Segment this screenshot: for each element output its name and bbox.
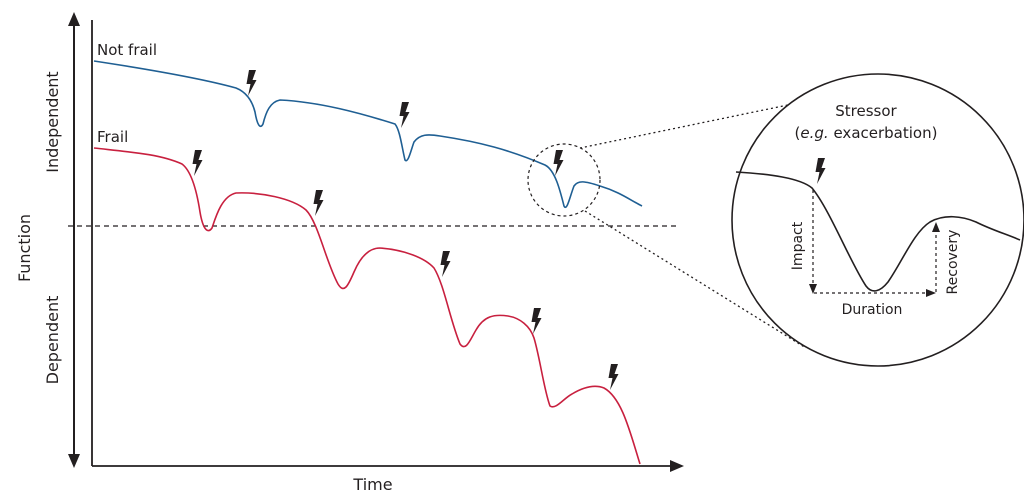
lightning-bolt-icon: [192, 150, 203, 176]
frail-curve: [93, 147, 641, 465]
inset-zoom: Stressor (e.g. exacerbation) Impact Dura…: [731, 73, 1024, 367]
y-bottom-label: Dependent: [43, 296, 62, 385]
not-frail-curve: [93, 60, 643, 209]
inset-title: Stressor: [835, 102, 897, 120]
lightning-bolt-icon: [553, 150, 564, 176]
lightning-bolt-icon: [313, 190, 324, 216]
y-axis: [68, 12, 93, 468]
inset-subtitle: (e.g. exacerbation): [795, 124, 938, 142]
lightning-bolt-icon: [440, 251, 451, 277]
y-axis-label: Function: [15, 214, 34, 282]
impact-label: Impact: [790, 221, 806, 270]
inset-curve: [735, 171, 1021, 292]
x-axis: [92, 460, 684, 472]
not-frail-label: Not frail: [97, 41, 157, 59]
lightning-bolt-icon: [399, 102, 410, 128]
duration-label: Duration: [842, 302, 903, 318]
x-axis-label: Time: [352, 475, 392, 494]
lightning-bolt-icon: [608, 364, 619, 390]
lightning-bolt-icon: [246, 70, 257, 96]
recovery-label: Recovery: [945, 230, 961, 295]
frail-label: Frail: [97, 128, 128, 146]
zoom-connector-bottom: [584, 210, 807, 349]
zoom-source-circle: [527, 143, 601, 217]
lightning-bolt-icon: [531, 308, 542, 334]
y-top-label: Independent: [43, 71, 62, 172]
